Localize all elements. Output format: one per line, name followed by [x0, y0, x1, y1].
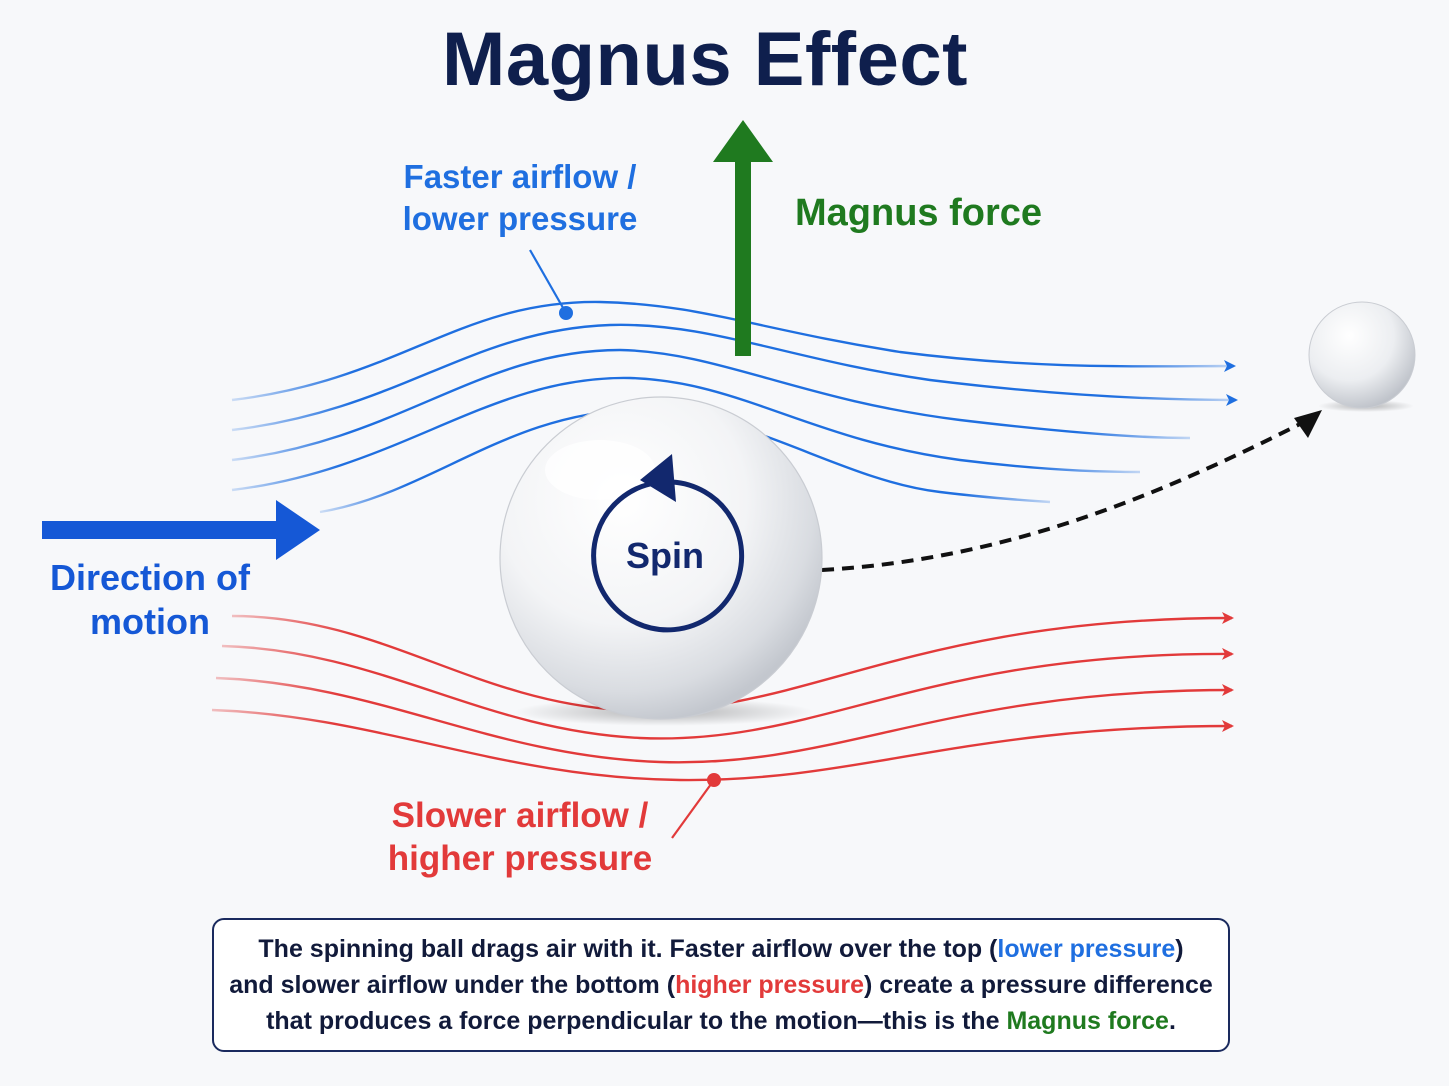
page-title: Magnus Effect [442, 17, 968, 102]
ball-highlight [545, 440, 655, 500]
explanation-segment-plain: that produces a force perpendicular to t… [266, 1007, 1007, 1035]
explanation-line-2: and slower airflow under the bottom (hig… [229, 967, 1213, 1003]
faster-pointer-line [529, 249, 567, 314]
explanation-segment-low: lower pressure [997, 935, 1176, 963]
trajectory-arrowhead [1294, 410, 1322, 438]
explanation-line-1: The spinning ball drags air with it. Fas… [229, 931, 1213, 967]
direction-of-motion-label: Direction of motion [30, 556, 270, 644]
faster-airflow-label: Faster airflow / lower pressure [340, 156, 700, 240]
curved-trajectory [821, 422, 1301, 572]
slow-streamline-2 [221, 644, 1234, 740]
direction-label-line1: Direction of [49, 557, 250, 598]
slow-streamline-3 [215, 676, 1234, 764]
explanation-line-3: that produces a force perpendicular to t… [229, 1003, 1213, 1039]
explanation-segment-high: higher pressure [675, 971, 865, 999]
explanation-text: The spinning ball drags air with it. Fas… [229, 931, 1213, 1039]
faster-label-line1: Faster airflow / [403, 158, 637, 195]
spin-label: Spin [626, 535, 704, 576]
explanation-box: The spinning ball drags air with it. Fas… [212, 918, 1230, 1052]
slower-label-line1: Slower airflow / [391, 796, 649, 835]
fast-streamline-2 [231, 323, 1238, 432]
spin-arrowhead [640, 454, 676, 502]
explanation-segment-plain: and slower airflow under the bottom ( [229, 971, 676, 999]
explanation-segment-plain: The spinning ball drags air with it. Fas… [258, 935, 998, 963]
explanation-segment-plain: ) create a pressure difference [864, 971, 1213, 999]
spin-arrow [591, 479, 745, 633]
direction-arrow [42, 500, 320, 560]
slower-airflow-label: Slower airflow / higher pressure [330, 794, 710, 880]
slower-pointer-line [671, 779, 715, 839]
explanation-segment-plain: ) [1175, 935, 1184, 963]
explanation-segment-plain: . [1168, 1007, 1176, 1035]
faster-label-line2: lower pressure [402, 200, 638, 237]
slower-pointer-dot [707, 773, 721, 787]
faster-pointer-dot [559, 306, 573, 320]
fast-streamline-1 [231, 300, 1236, 402]
slower-label-line2: higher pressure [387, 839, 653, 878]
magnus-force-label: Magnus force [795, 192, 1043, 234]
slow-streamline-4 [211, 708, 1234, 782]
fast-streamline-3 [231, 348, 1191, 462]
explanation-segment-force: Magnus force [1006, 1007, 1169, 1035]
magnus-force-arrow [713, 120, 773, 356]
direction-label-line2: motion [90, 601, 210, 642]
fast-streamline-4 [231, 376, 1141, 492]
small-ball [1308, 301, 1416, 409]
